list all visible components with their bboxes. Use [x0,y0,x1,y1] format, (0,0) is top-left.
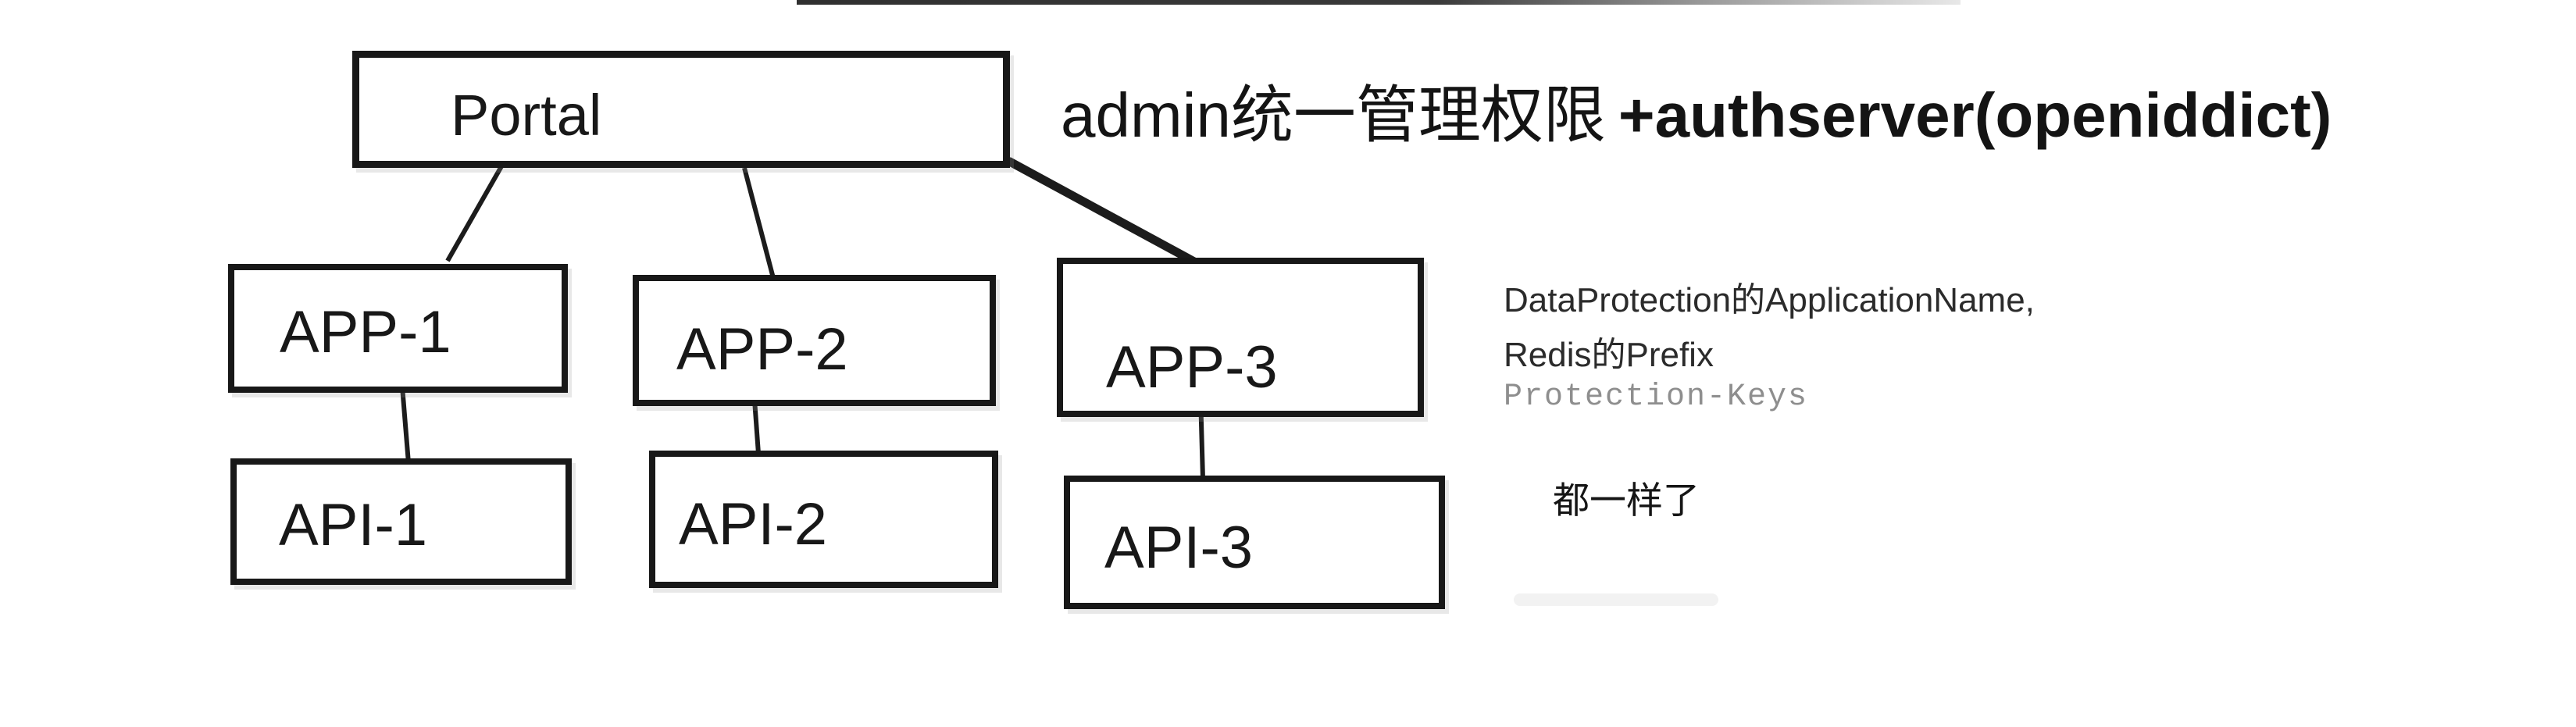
app-3-label: APP-3 [1106,334,1278,401]
api-1-label: API-1 [279,491,428,558]
api-2-label: API-2 [679,490,828,558]
heading-normal-part: admin统一管理权限 [1061,80,1606,150]
connector-portal-app1 [445,165,504,262]
api-3-box: API-3 [1064,476,1445,609]
cropped-top-bar [797,0,1961,5]
app-1-label: APP-1 [280,299,451,365]
heading-admin-authserver: admin统一管理权限+authserver(openiddict) [1061,81,2332,150]
portal-label: Portal [451,82,602,148]
connector-portal-app2 [742,167,776,279]
api-3-label: API-3 [1104,515,1254,581]
app-1-box: APP-1 [228,264,568,393]
heading-bold-part: +authserver(openiddict) [1618,80,2332,150]
portal-box: Portal [352,51,1010,168]
api-2-box: API-2 [649,451,998,588]
note-redis-prefix: Redis的Prefix [1504,336,1714,374]
faint-smudge [1514,593,1718,606]
connector-app2-api2 [752,399,761,454]
app-2-label: APP-2 [676,315,848,383]
note-protection-keys: Protection-Keys [1504,380,1809,415]
app-2-box: APP-2 [633,275,996,406]
connector-app1-api1 [400,386,411,464]
app-3-box: APP-3 [1057,258,1424,417]
note-dataprotection: DataProtection的ApplicationName, [1504,281,2035,319]
note-same-now: 都一样了 [1553,479,1700,521]
connector-portal-app3 [1006,157,1214,275]
api-1-box: API-1 [230,458,572,585]
